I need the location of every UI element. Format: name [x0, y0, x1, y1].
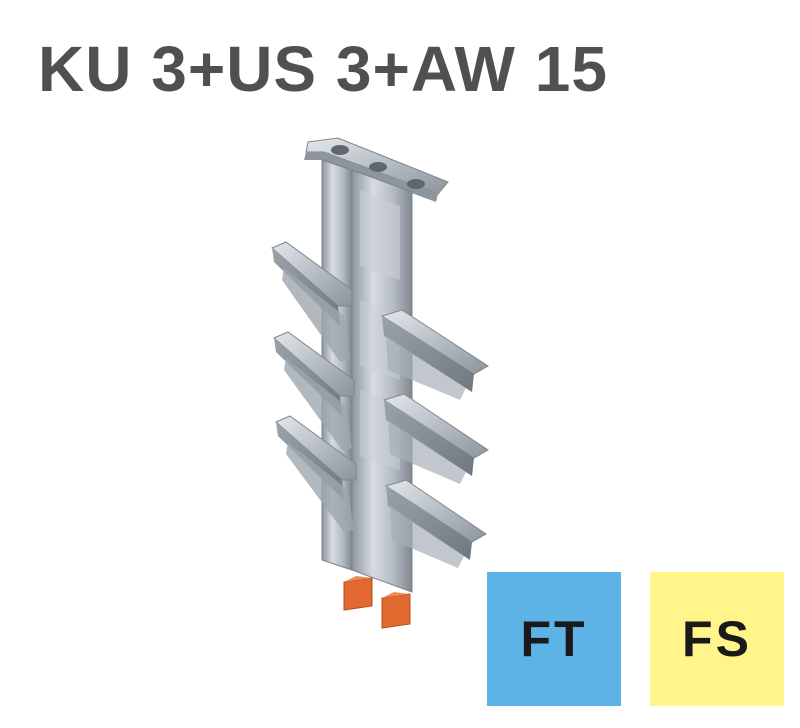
left-arm-2 — [273, 331, 355, 450]
right-arm-1 — [380, 309, 489, 400]
right-arm-3 — [384, 479, 487, 568]
badge-ft: FT — [487, 572, 621, 706]
badge-fs-label: FS — [682, 611, 752, 667]
product-title: KU 3+US 3+AW 15 — [38, 33, 608, 105]
left-arm-3 — [275, 415, 357, 532]
cable-support-bracket-assembly-icon — [271, 137, 489, 629]
left-arm-1 — [271, 241, 353, 362]
orange-base-pads — [343, 576, 411, 629]
badge-fs: FS — [650, 572, 784, 706]
right-arm-2 — [382, 393, 489, 484]
badge-ft-label: FT — [520, 611, 588, 667]
